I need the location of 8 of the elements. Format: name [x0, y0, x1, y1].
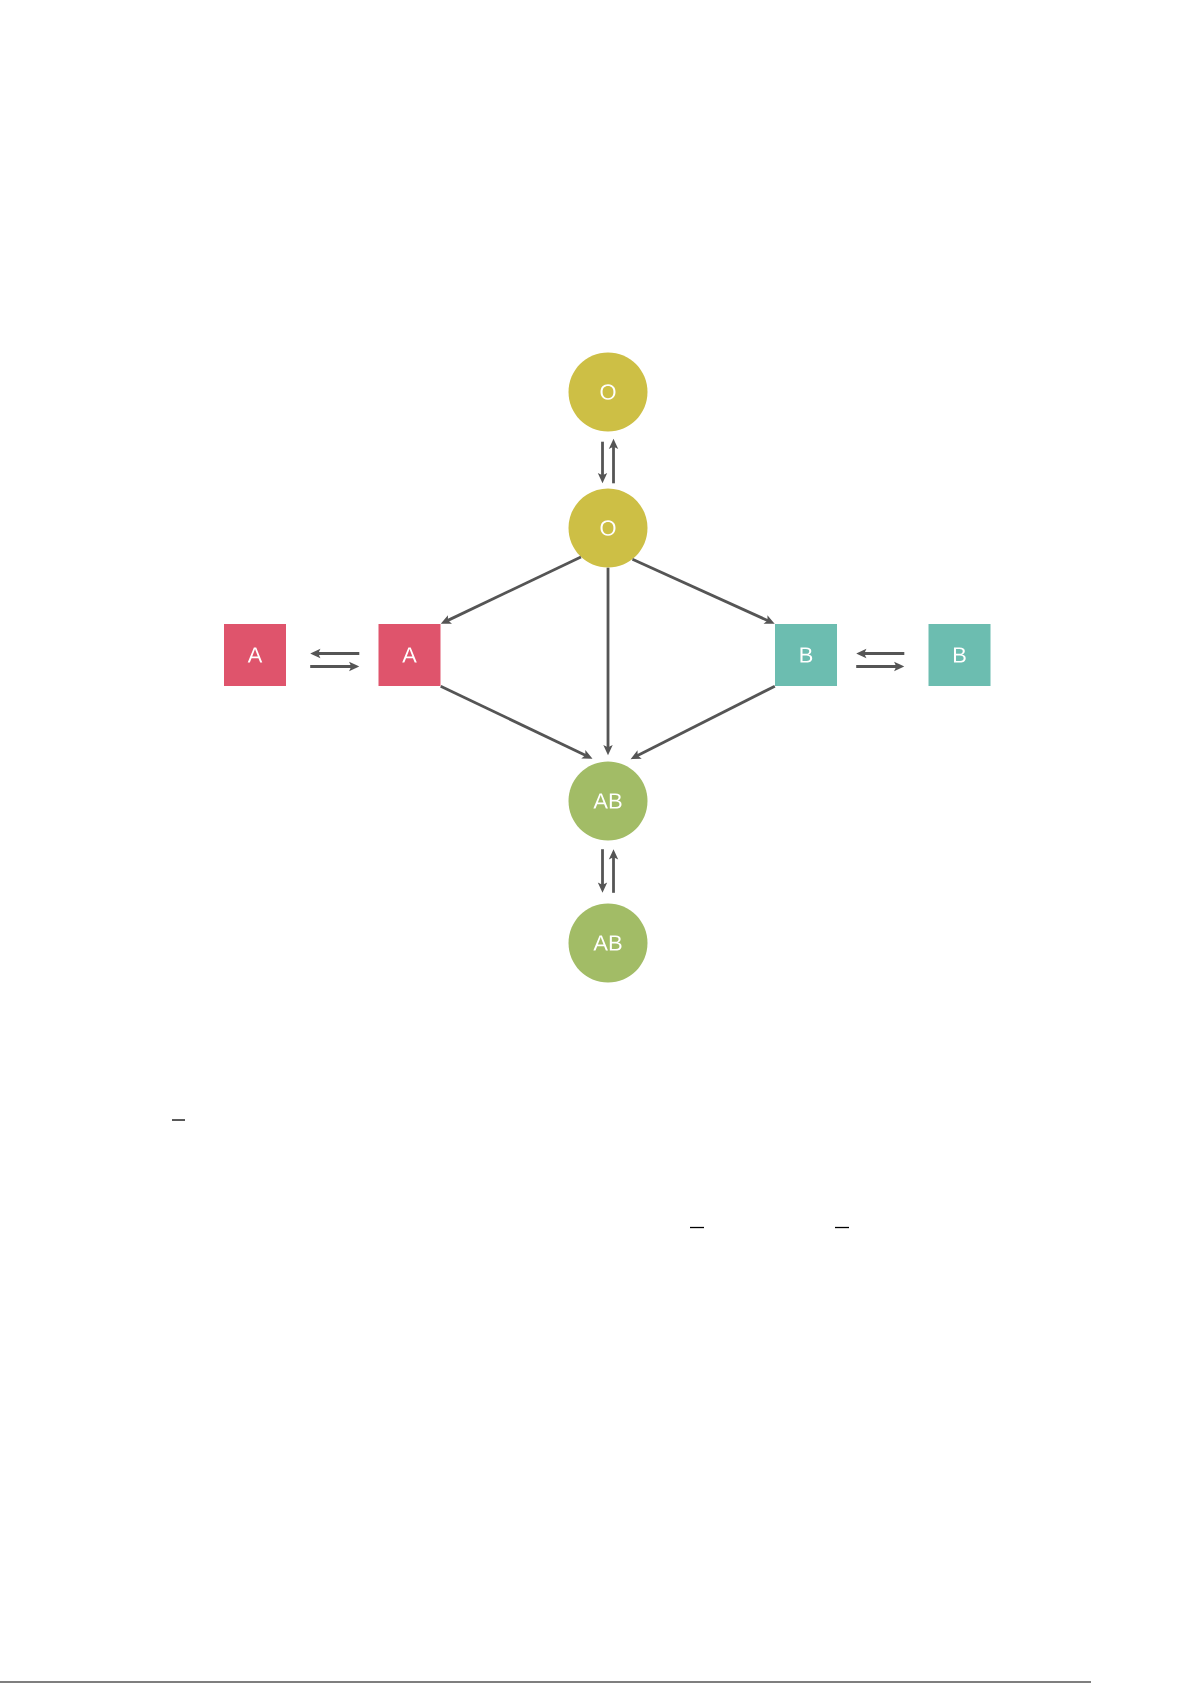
circle-node: O: [568, 488, 648, 568]
square-node: B: [775, 624, 837, 686]
square-node: A: [378, 624, 441, 686]
square-node: B: [928, 624, 991, 686]
circle-node: O: [568, 352, 648, 432]
circle-node: AB: [568, 761, 648, 841]
circle-node: AB: [568, 903, 648, 983]
square-node: A: [224, 624, 286, 686]
